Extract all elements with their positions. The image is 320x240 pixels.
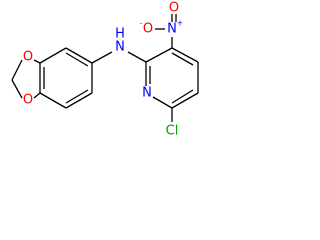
bond-pyridine-c2-c3 <box>145 47 173 63</box>
bond-pyridine-c6-n <box>152 96 173 109</box>
bond-benzene-6 <box>39 47 67 64</box>
atom-o-nitro-top: O <box>169 1 179 16</box>
bond-benzene-3-inner <box>65 89 89 104</box>
atom-o-nitro-side-charge: - <box>140 19 143 28</box>
molecule-structure: O O N H N + O O - N Cl <box>11 1 199 139</box>
atom-labels: O O N H N + O O - N Cl <box>23 1 183 139</box>
atom-cl: Cl <box>166 124 179 139</box>
bond-o-bottom-c7a <box>33 92 41 99</box>
bond-benzene-2 <box>39 92 67 109</box>
bond-pyridine-c3-c4-inner <box>171 52 194 66</box>
bond-benzene-3 <box>65 92 93 109</box>
bond-pyridine-c5-c6-inner <box>171 89 194 104</box>
atom-h-amine: H <box>115 27 125 42</box>
bond-ch2-o-top <box>11 59 23 81</box>
bond-pyridine-c3-c4 <box>171 47 199 63</box>
bond-pyridine-c5-c6 <box>171 92 199 109</box>
atom-n-amine: N <box>115 40 125 55</box>
bond-benzene-5-inner <box>65 52 89 67</box>
atom-o-nitro-side: O <box>143 22 153 37</box>
atom-o-methylenedioxy-top: O <box>23 50 33 65</box>
atom-n-pyridine: N <box>142 86 152 101</box>
bond-benzene-nh <box>91 51 113 64</box>
bond-benzene-5 <box>65 47 93 64</box>
atom-n-nitro-charge: + <box>177 19 184 28</box>
atom-o-methylenedioxy-bottom: O <box>23 93 33 108</box>
bonds <box>11 14 199 122</box>
atom-n-nitro: N <box>167 22 177 37</box>
bond-ch2-o-bottom <box>11 79 23 99</box>
bond-o-top-c3a <box>33 59 41 64</box>
bond-nh-pyridine <box>127 51 147 63</box>
